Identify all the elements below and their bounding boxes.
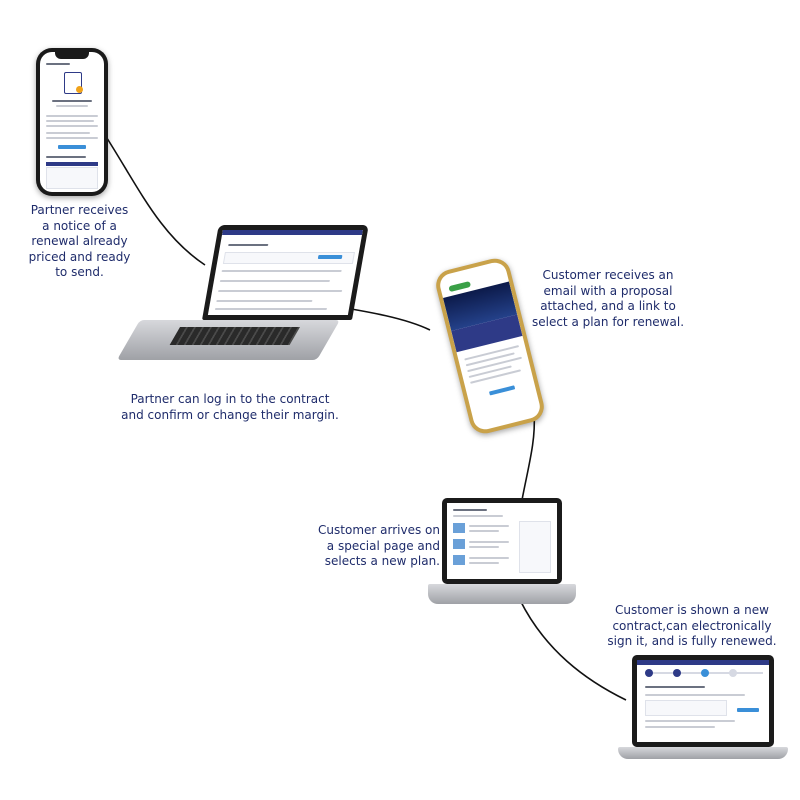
laptop-screen xyxy=(637,660,769,742)
phone-notch xyxy=(55,52,89,59)
step1-phone xyxy=(36,48,108,196)
brand-logo-icon xyxy=(448,280,472,293)
step1-caption: Partner receives a notice of a renewal a… xyxy=(28,203,131,279)
step4-caption: Customer arrives on a special page and s… xyxy=(318,523,440,568)
phone-screen xyxy=(40,52,104,192)
step2-laptop xyxy=(116,225,369,375)
step3-caption: Customer receives an email with a propos… xyxy=(531,268,685,329)
connector-step3-step4 xyxy=(521,414,536,501)
step4-laptop xyxy=(428,498,576,606)
laptop-screen xyxy=(447,503,557,579)
laptop-screen xyxy=(207,230,363,315)
connector-step1-step2 xyxy=(104,134,206,266)
step2-caption: Partner can log in to the contract and c… xyxy=(121,392,339,422)
connector-step4-step5 xyxy=(519,599,627,701)
step5-laptop xyxy=(618,655,788,765)
step5-caption: Customer is shown a new contract,can ele… xyxy=(607,603,777,648)
